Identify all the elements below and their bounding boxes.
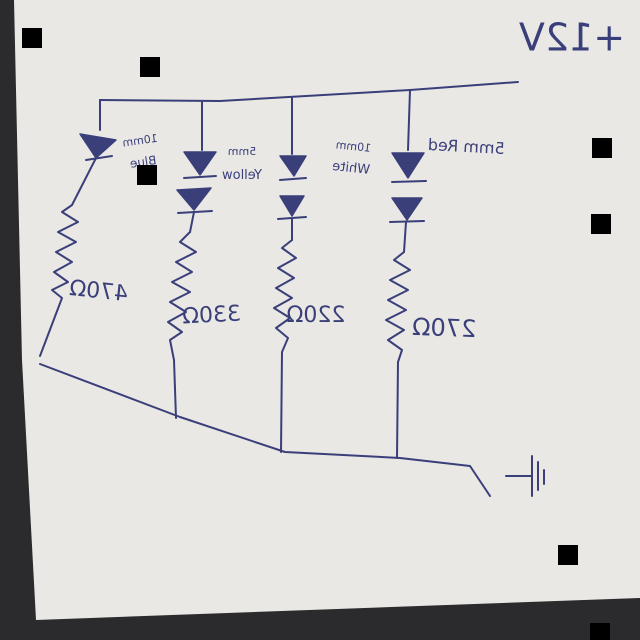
led-label-1-line1: 10mm bbox=[122, 132, 159, 150]
resistor-3 bbox=[273, 239, 297, 453]
resistor-label-3: 220Ω bbox=[287, 303, 346, 328]
led-4b bbox=[391, 197, 423, 221]
branch-3 bbox=[273, 96, 307, 453]
led-2b bbox=[176, 187, 212, 211]
branch-4 bbox=[385, 89, 427, 459]
resistor-1 bbox=[39, 204, 79, 357]
branch-1 bbox=[39, 99, 117, 357]
branch-2 bbox=[167, 100, 217, 419]
supply-label: +12V bbox=[519, 16, 625, 60]
resistor-label-1: 470Ω bbox=[68, 276, 129, 307]
led-3b bbox=[279, 195, 305, 217]
resistor-label-3-group: 220Ω bbox=[287, 303, 346, 328]
led-label-3-group: 10mm White bbox=[332, 138, 372, 178]
corner-marker bbox=[140, 57, 160, 77]
ground-rail bbox=[39, 363, 491, 497]
corner-marker bbox=[591, 214, 611, 234]
corner-marker bbox=[22, 28, 42, 48]
led-label-3-line2: White bbox=[332, 159, 371, 178]
led-1 bbox=[79, 133, 117, 159]
supply-label-group: +12V bbox=[519, 16, 625, 60]
corner-marker bbox=[590, 623, 610, 640]
supply-rail bbox=[99, 81, 519, 102]
corner-marker bbox=[558, 545, 578, 565]
resistor-2 bbox=[167, 231, 197, 419]
paper-sheet bbox=[14, 0, 640, 620]
corner-marker bbox=[137, 165, 157, 185]
led-label-3-line1: 10mm bbox=[335, 138, 372, 155]
led-4a bbox=[391, 152, 425, 179]
resistor-label-2-group: 330Ω bbox=[182, 301, 242, 329]
led-label-2-line1: 5mm bbox=[228, 145, 256, 158]
led-label-4-group: 5mm Red bbox=[427, 135, 505, 158]
resistor-label-1-group: 470Ω bbox=[68, 276, 129, 307]
led-3a bbox=[279, 155, 307, 177]
led-2a bbox=[183, 151, 217, 176]
led-label-2-line2: Yellow bbox=[222, 168, 263, 183]
resistor-4 bbox=[385, 251, 411, 459]
led-label-4-line1: 5mm Red bbox=[427, 135, 505, 158]
ground-symbol bbox=[505, 455, 545, 497]
resistor-label-4: 270Ω bbox=[412, 313, 477, 343]
corner-marker bbox=[592, 138, 612, 158]
resistor-label-2: 330Ω bbox=[182, 301, 242, 329]
resistor-label-4-group: 270Ω bbox=[412, 313, 477, 343]
led-label-2-group: 5mm Yellow bbox=[222, 145, 263, 183]
